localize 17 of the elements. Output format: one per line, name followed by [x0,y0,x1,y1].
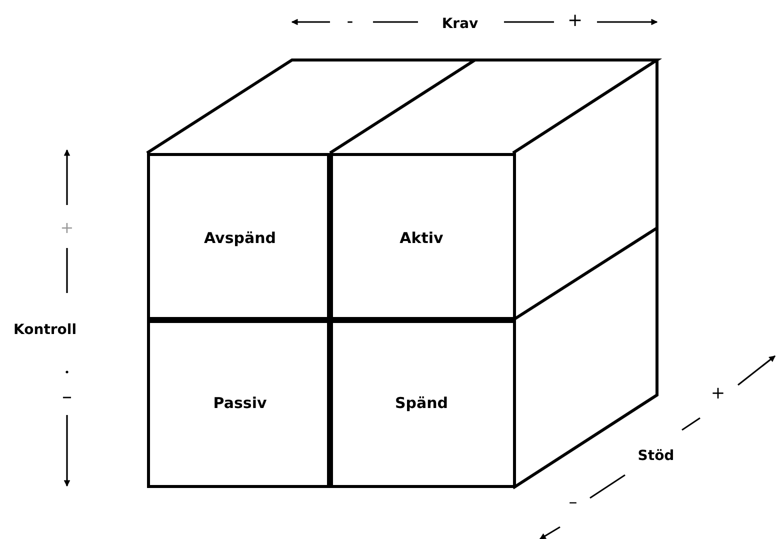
sign-label: - [346,13,354,31]
quadrant-cell [327,153,516,323]
axis-label: Stöd [638,449,674,463]
axis-label: Krav [442,17,478,31]
quadrant-cell [147,317,333,488]
sign-label: – [568,494,578,512]
sign-label: – [62,386,72,406]
axis-label: Kontroll [14,323,76,337]
sign-label: + [710,386,726,402]
quadrant-label: Passiv [213,394,267,412]
quadrant-label: Aktiv [400,229,444,247]
sign-label: + [567,12,583,30]
quadrant-cell [327,317,516,488]
sign-label: + [60,220,74,236]
quadrant-label: Spänd [394,394,448,412]
quadrant-label: Avspänd [204,229,276,247]
quadrant-cell [147,153,333,323]
